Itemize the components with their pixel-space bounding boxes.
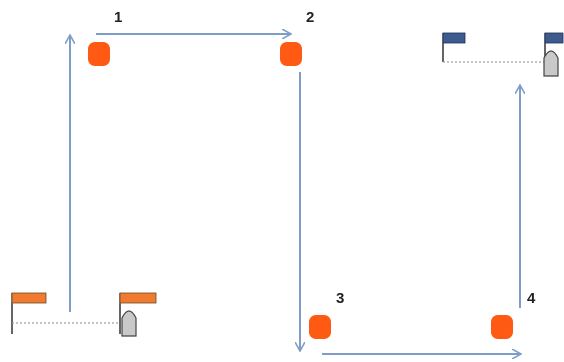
orange-buoy-icon: [88, 42, 110, 66]
orange-flag-icon: [119, 292, 157, 304]
finish-gate: [442, 32, 564, 77]
step-1-label: 1: [114, 9, 122, 26]
blue-flag-icon: [442, 32, 466, 44]
boat-icon: [121, 310, 137, 337]
orange-flag-icon: [11, 292, 47, 304]
start-gate: [11, 292, 157, 337]
orange-buoy-icon: [309, 315, 331, 339]
step-4-label: 4: [527, 290, 536, 307]
boat-icon: [543, 50, 559, 77]
blue-flag-icon: [544, 32, 564, 44]
orange-buoy-icon: [280, 42, 302, 66]
orange-buoy-icon: [491, 315, 513, 339]
step-2-label: 2: [306, 9, 314, 26]
step-3-label: 3: [336, 290, 344, 307]
